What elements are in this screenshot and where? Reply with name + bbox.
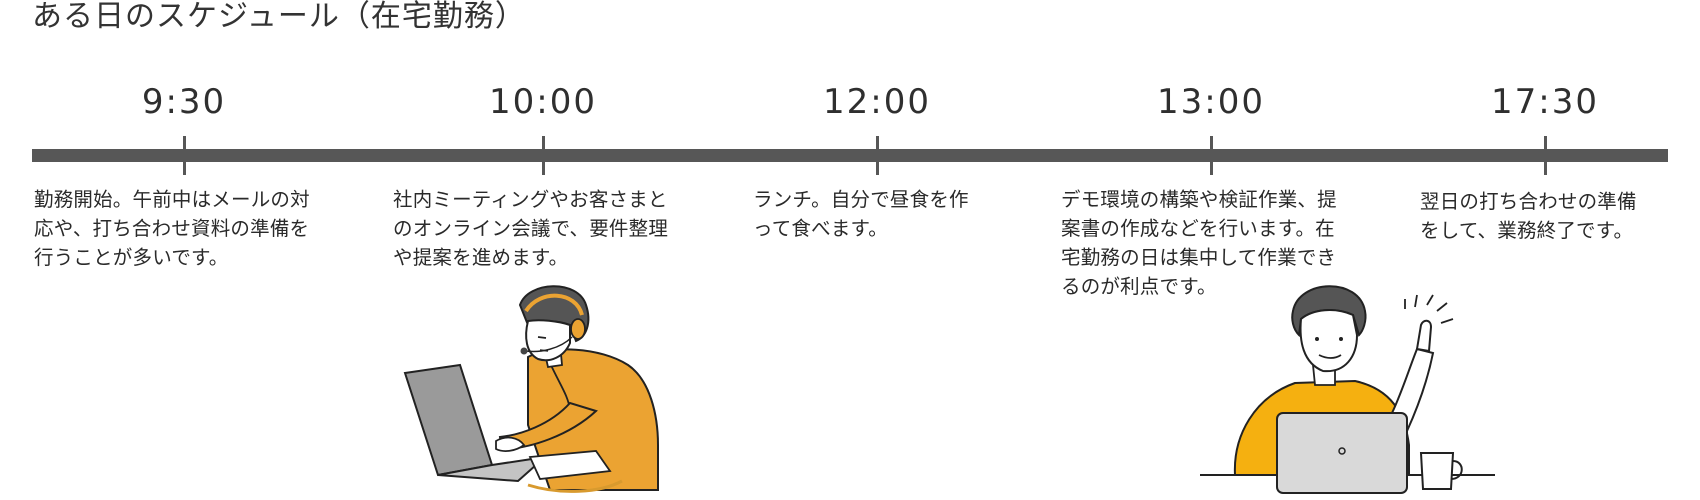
headset-mic-arm	[525, 336, 573, 353]
headset-mic	[520, 347, 528, 355]
schedule-description-1000: 社内ミーティングやお客さまと のオンライン会議で、要件整理 や提案を進めます。	[393, 185, 668, 272]
hand-shape	[495, 436, 526, 452]
timeline-tick	[183, 136, 186, 175]
spark-line	[1440, 318, 1454, 324]
timeline-tick	[1210, 136, 1213, 175]
time-label: 10:00	[489, 82, 597, 122]
smile-line	[1318, 354, 1342, 359]
description-line: のオンライン会議で、要件整理	[393, 217, 669, 240]
schedule-description-1300: デモ環境の構築や検証作業、提 案書の作成などを行います。在 宅勤務の日は集中して…	[1061, 185, 1337, 301]
description-line: 行うことが多いです。	[34, 246, 229, 269]
schedule-description-0930: 勤務開始。午前中はメールの対 応や、打ち合わせ資料の準備を 行うことが多いです。	[34, 185, 310, 272]
timeline-tick	[542, 136, 545, 175]
headset-earcup	[570, 318, 586, 340]
description-line: って食べます。	[753, 217, 888, 240]
headset-band	[524, 293, 584, 316]
laptop-screen	[403, 363, 494, 477]
spark-line	[1414, 294, 1418, 308]
notebook-shape	[528, 450, 612, 480]
person-headset-laptop-illustration	[403, 285, 659, 493]
pointing-finger	[1415, 319, 1433, 353]
pen-shape	[549, 473, 611, 483]
mug-shape	[1419, 452, 1455, 490]
hair-shape	[1291, 285, 1367, 338]
description-line: るのが利点です。	[1061, 275, 1217, 298]
eye	[1339, 337, 1343, 341]
time-label: 12:00	[823, 82, 931, 122]
face-shape	[525, 319, 571, 362]
spark-line	[1436, 302, 1448, 312]
description-line: ランチ。自分で昼食を作	[753, 188, 969, 211]
timeline-bar	[32, 149, 1668, 162]
spark-line	[1426, 294, 1434, 306]
description-line: 勤務開始。午前中はメールの対	[34, 188, 310, 211]
description-line: デモ環境の構築や検証作業、提	[1061, 188, 1337, 211]
timeline-tick	[876, 136, 879, 175]
description-line: をして、業務終了です。	[1420, 219, 1634, 242]
time-label: 17:30	[1491, 82, 1599, 122]
description-line: 宅勤務の日は集中して作業でき	[1061, 246, 1337, 269]
description-line: 翌日の打ち合わせの準備	[1420, 190, 1637, 213]
schedule-description-1200: ランチ。自分で昼食を作 って食べます。	[753, 185, 969, 243]
description-line: 案書の作成などを行います。在	[1061, 217, 1335, 240]
laptop-lid	[1276, 412, 1408, 494]
eye	[1315, 337, 1319, 341]
laptop-logo	[1338, 447, 1346, 455]
description-line: 応や、打ち合わせ資料の準備を	[34, 217, 310, 240]
timeline-tick	[1544, 136, 1547, 175]
desk-cable	[527, 479, 623, 493]
mug-handle	[1450, 460, 1463, 480]
schedule-description-1730: 翌日の打ち合わせの準備 をして、業務終了です。	[1420, 187, 1637, 245]
description-line: や提案を進めます。	[393, 246, 569, 269]
time-label: 13:00	[1157, 82, 1265, 122]
raised-arm	[1389, 347, 1435, 433]
description-line: 社内ミーティングやお客さまと	[393, 188, 668, 211]
time-label: 9:30	[141, 82, 227, 122]
page-title: ある日のスケジュール（在宅勤務）	[32, 0, 526, 34]
face-shape	[1299, 309, 1359, 373]
eye-line	[537, 336, 547, 339]
person-pointing-laptop-illustration	[1200, 285, 1495, 494]
